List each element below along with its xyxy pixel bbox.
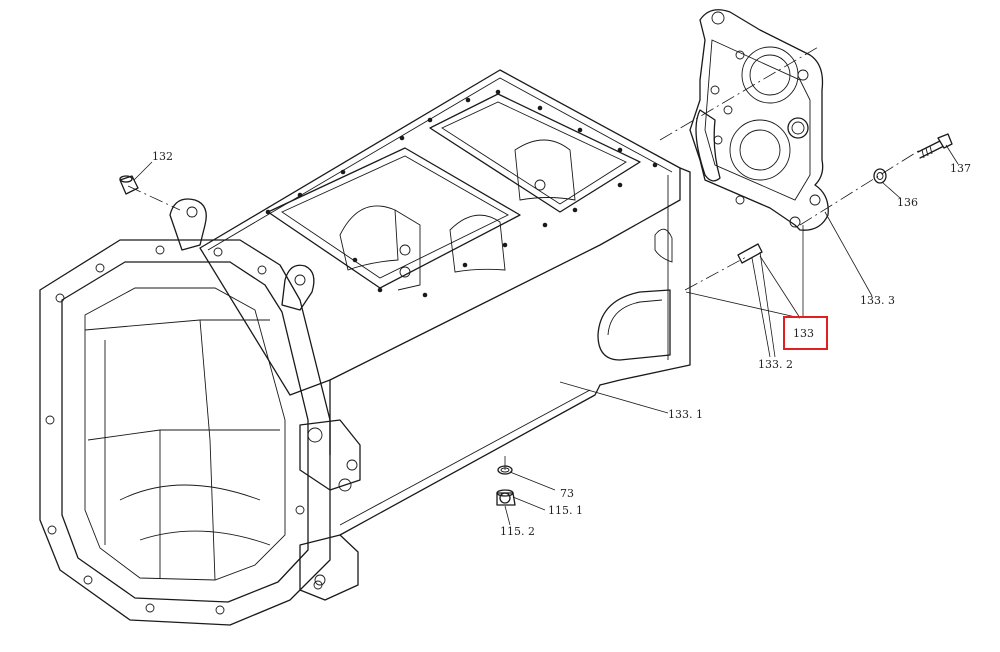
- deck-bolt-holes: [265, 89, 658, 298]
- rear-cover-plate[interactable]: [689, 9, 829, 231]
- callout-133-1[interactable]: 133. 1: [668, 408, 703, 421]
- bushing-132[interactable]: [119, 175, 139, 195]
- callout-73[interactable]: 73: [560, 487, 574, 500]
- callout-133[interactable]: 133: [793, 327, 814, 340]
- dowel-pin-133-2[interactable]: [737, 243, 763, 264]
- selected-callout-highlight: [783, 316, 828, 350]
- callout-133-2[interactable]: 133. 2: [758, 358, 793, 371]
- callout-137[interactable]: 137: [950, 162, 971, 175]
- callout-115-2[interactable]: 115. 2: [500, 525, 535, 538]
- transmission-housing: [39, 69, 691, 626]
- callout-133-3[interactable]: 133. 3: [860, 294, 895, 307]
- bolt-137[interactable]: [917, 133, 953, 159]
- center-lines: [127, 45, 921, 470]
- leader-lines: [133, 144, 959, 526]
- callout-136[interactable]: 136: [897, 196, 918, 209]
- washer-136[interactable]: [873, 168, 887, 184]
- callout-115-1[interactable]: 115. 1: [548, 504, 583, 517]
- drain-plug-115-2[interactable]: [496, 489, 516, 506]
- callout-132[interactable]: 132: [152, 150, 173, 163]
